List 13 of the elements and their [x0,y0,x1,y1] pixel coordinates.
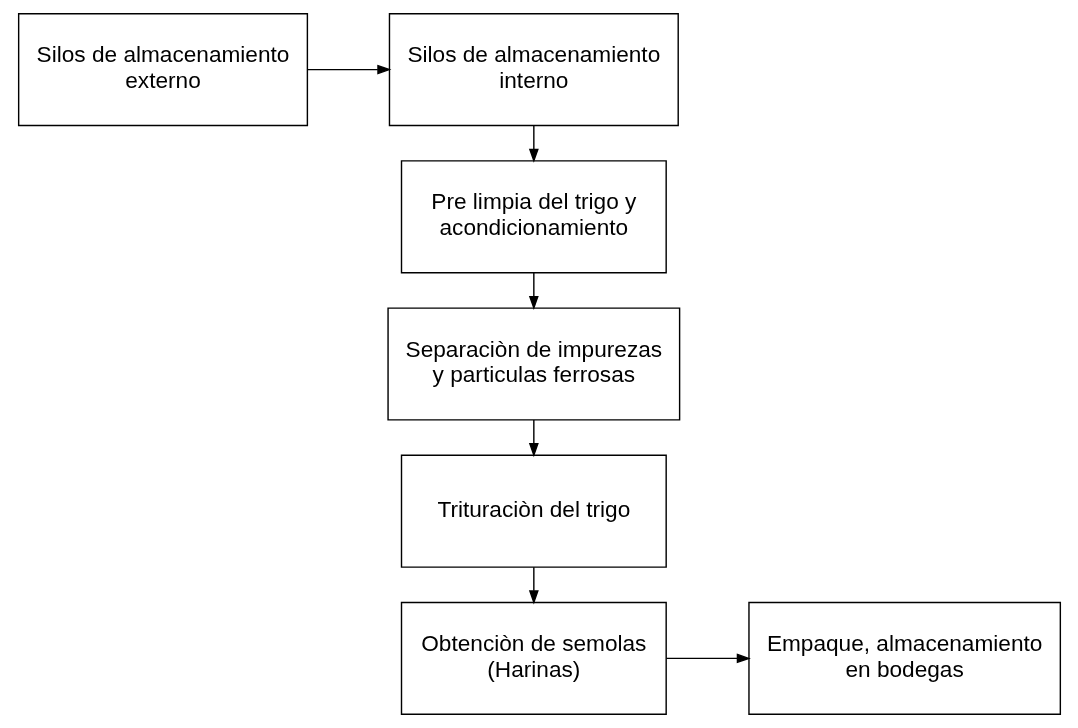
arrow [528,419,539,458]
node-box: Empaque, almacenamiento en bodegas [747,601,1061,715]
arrow [528,272,539,311]
node-box: Pre limpia del trigo y acondicionamiento [400,160,667,274]
arrow [528,566,539,605]
arrow [306,64,391,75]
arrow [665,653,751,664]
node-box: Trituraciòn del trigo [400,454,667,568]
node-box: Silos de almacenamiento interno [388,13,679,127]
node-box: Silos de almacenamiento externo [17,13,308,127]
arrow [528,124,539,163]
node-box: Obtenciòn de semolas (Harinas) [400,601,667,715]
node-box: Separaciòn de impurezas y particulas ferrosas [386,307,680,421]
